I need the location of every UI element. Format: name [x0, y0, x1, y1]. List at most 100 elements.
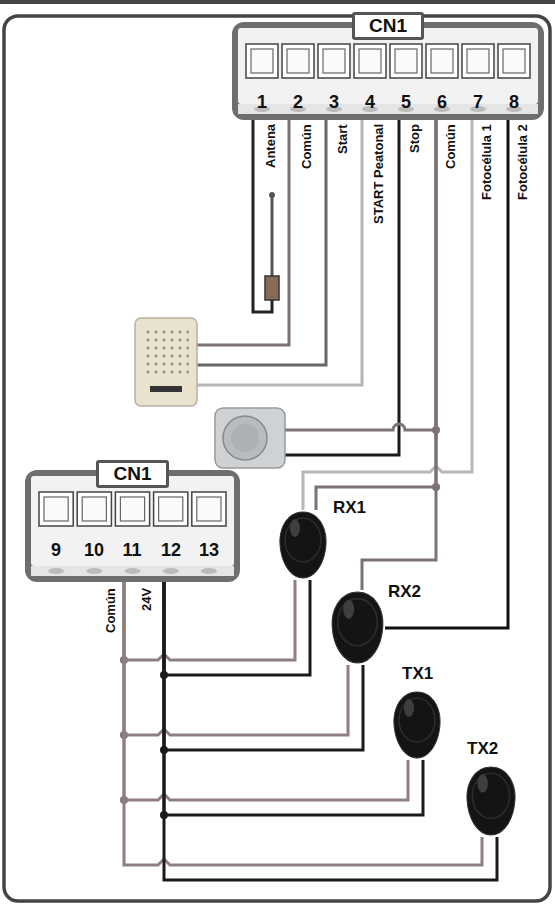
terminal-cell [77, 492, 111, 526]
terminal-screw [287, 49, 309, 73]
terminal-cell [390, 44, 422, 78]
terminal-screw [159, 497, 183, 521]
photocell-body [467, 767, 515, 835]
photocell-highlight [477, 774, 487, 793]
common-wire [197, 118, 289, 345]
terminal-cell [498, 44, 530, 78]
photocell-drawing [392, 690, 442, 760]
stop-wire [285, 118, 399, 455]
photocell: TX1 [392, 690, 442, 760]
terminal-screw [197, 497, 221, 521]
terminal-screw [395, 49, 417, 73]
photocell-rim [285, 518, 321, 562]
terminal-hole [163, 568, 179, 574]
panel-frame [4, 16, 550, 901]
terminal-cell [282, 44, 314, 78]
terminal-block: CN1 [232, 22, 544, 120]
photocell: RX2 [330, 590, 385, 665]
terminal-hole [48, 568, 64, 574]
pedestrian-start-wire [197, 118, 362, 385]
terminal-cell [39, 492, 73, 526]
wire [316, 120, 436, 510]
pin-number: 6 [437, 92, 447, 112]
stop-button-cap [223, 416, 267, 460]
pin-number: 13 [199, 540, 219, 560]
terminal-hole [125, 568, 141, 574]
terminal-screw [82, 497, 106, 521]
wire-name: Común [299, 124, 314, 169]
photocell-highlight [343, 600, 354, 619]
terminal-block: CN1 [25, 470, 240, 582]
wire-name: Fotocélula 1 [479, 124, 494, 200]
photocell-body [280, 512, 326, 578]
block-lip [31, 566, 234, 576]
terminal-cell [462, 44, 494, 78]
terminal-screw [467, 49, 489, 73]
terminal-cell [246, 44, 278, 78]
wire [164, 582, 363, 750]
common-wire [285, 424, 436, 430]
pin-number: 12 [161, 540, 181, 560]
antenna-connector [265, 276, 279, 300]
terminal-screw [431, 49, 453, 73]
photocell: RX1 [278, 510, 328, 580]
wire [385, 120, 508, 628]
wire [164, 582, 423, 815]
block-face [31, 476, 234, 566]
pin-number: 4 [365, 92, 375, 112]
terminal-cell [154, 492, 188, 526]
wire [124, 582, 408, 800]
wire-name: START Peatonal [371, 124, 386, 224]
photocell-highlight [404, 699, 414, 717]
terminal-screw [323, 49, 345, 73]
start-wire [197, 118, 326, 365]
wire [164, 580, 310, 675]
wire [124, 582, 482, 865]
terminal-screw [359, 49, 381, 73]
pin-number: 11 [122, 540, 141, 560]
device-label: TX2 [467, 739, 498, 758]
pin-number: 5 [401, 92, 411, 112]
block-lip [238, 104, 538, 114]
photocell-rim [399, 698, 435, 742]
wire [362, 120, 436, 590]
antenna-tip [269, 192, 275, 198]
photocell-highlight [290, 519, 300, 537]
terminal-screw [120, 497, 144, 521]
photocell-drawing [278, 510, 328, 580]
device-label: RX2 [388, 582, 421, 601]
terminal-cell [115, 492, 149, 526]
photocell-body [332, 592, 383, 663]
terminal-screw [251, 49, 273, 73]
pin-number: 7 [473, 92, 483, 112]
photocell-drawing [330, 590, 385, 665]
pin-number: 1 [257, 92, 267, 112]
keypad-keys [143, 328, 189, 376]
photocell-body [394, 692, 440, 758]
block-title: CN1 [352, 12, 424, 40]
photocell: TX2 [465, 765, 517, 837]
photocell-drawing [465, 765, 517, 837]
stop-button-face [231, 424, 259, 452]
wire-name: Start [335, 124, 350, 154]
panel-top-bar [0, 0, 555, 4]
keypad [135, 318, 197, 406]
terminal-cell [426, 44, 458, 78]
wire-name: 24V [139, 588, 154, 611]
wire [303, 120, 472, 510]
device-label: TX1 [402, 664, 433, 683]
antenna-rod [271, 196, 274, 277]
terminal-hole [86, 568, 102, 574]
wire-name: Común [443, 124, 458, 169]
wire-name: Stop [407, 124, 422, 153]
wire [164, 582, 497, 880]
photocell-rim [338, 599, 378, 646]
block-title: CN1 [96, 460, 168, 488]
keypad-slot [150, 386, 182, 392]
wire-name: Fotocélula 2 [515, 124, 530, 200]
pin-number: 3 [329, 92, 339, 112]
wire-name: Antena [263, 124, 278, 168]
terminal-cell [354, 44, 386, 78]
